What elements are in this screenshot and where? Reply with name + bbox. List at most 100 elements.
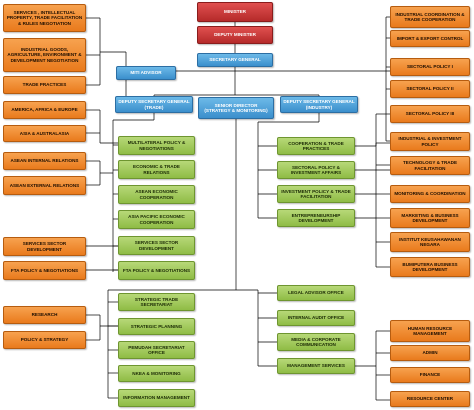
org-node-label: POLICY & STRATEGY: [20, 337, 69, 343]
org-node-deputy-minister: DEPUTY MINISTER: [197, 26, 273, 44]
org-node-strategic-trade: STRATEGIC TRADE SECRETARIAT: [118, 293, 195, 311]
org-node-label: INSTITUT KEUSAHAWANAN NEGARA: [399, 236, 461, 247]
org-node-label: HUMAN RESOURCE MANAGEMENT: [407, 325, 453, 336]
org-node-label: TRADE PRACTICES: [22, 82, 67, 88]
org-node-research: RESEARCH: [3, 306, 86, 324]
org-node-label: SECTORAL POLICY & INVESTMENT AFFAIRS: [290, 164, 342, 175]
org-node-apec: ASIA PACIFIC ECONOMIC COOPERATION: [118, 210, 195, 229]
org-node-nkea: NKEA & MONITORING: [118, 365, 195, 382]
org-node-label: ASEAN ECONOMIC COOPERATION: [135, 189, 178, 200]
org-node-america-africa: AMERICA, AFRICA & EUROPE: [3, 101, 86, 119]
org-node-mgmt-services: MANAGEMENT SERVICES: [277, 358, 355, 374]
org-node-label: INVESTMENT POLICY & TRADE FACILITATION: [281, 188, 351, 199]
org-node-label: TECHNOLOGY & TRADE FACILITATION: [402, 160, 458, 171]
org-node-label: SERVICES SECTOR DEVELOPMENT: [22, 241, 67, 252]
org-node-label: COOPERATION & TRADE PRACTICES: [288, 140, 344, 151]
org-node-bumiputera: BUMIPUTERA BUSINESS DEVELOPMENT: [390, 257, 470, 277]
org-node-sectoral-3: SECTORAL POLICY III: [390, 105, 470, 123]
org-node-import-export: IMPORT & EXPORT CONTROL: [390, 30, 470, 47]
org-node-label: ASIA & AUSTRALASIA: [19, 130, 70, 136]
org-node-label: MULTILATERAL POLICY & NEGOTIATIONS: [127, 140, 186, 151]
org-node-services-sector-green: SERVICES SECTOR DEVELOPMENT: [118, 236, 195, 255]
org-node-resource-center: RESOURCE CENTER: [390, 391, 470, 407]
org-node-investment-trade-fac: INVESTMENT POLICY & TRADE FACILITATION: [277, 185, 355, 203]
org-node-label: SECTORAL POLICY III: [405, 111, 455, 117]
org-node-media-corp: MEDIA & CORPORATE COMMUNICATION: [277, 333, 355, 351]
org-node-label: AMERICA, AFRICA & EUROPE: [11, 107, 78, 113]
org-node-label: SECTORAL POLICY II: [406, 86, 454, 92]
org-node-asean-economic: ASEAN ECONOMIC COOPERATION: [118, 185, 195, 204]
org-node-label: INDUSTRIAL & INVESTMENT POLICY: [398, 136, 462, 147]
org-node-industrial-coord: INDUSTRIAL COORDINATION & TRADE COOPERAT…: [390, 6, 470, 28]
org-node-label: MONITORING & COORDINATION: [394, 191, 466, 197]
org-node-label: INDUSTRIAL GOODS, AGRICULTURE, ENVIRONME…: [7, 47, 82, 63]
org-node-label: SECTORAL POLICY I: [407, 64, 453, 70]
org-node-label: INDUSTRIAL COORDINATION & TRADE COOPERAT…: [395, 11, 465, 22]
org-node-label: RESOURCE CENTER: [406, 396, 454, 402]
org-node-label: MITI ADVISOR: [130, 70, 162, 76]
org-node-label: MANAGEMENT SERVICES: [287, 363, 345, 369]
org-node-sectoral-2: SECTORAL POLICY II: [390, 80, 470, 98]
org-node-legal-advisor: LEGAL ADVISOR OFFICE: [277, 285, 355, 301]
org-node-secretary-general: SECRETARY GENERAL: [197, 53, 273, 67]
org-node-industrial-goods: INDUSTRIAL GOODS, AGRICULTURE, ENVIRONME…: [3, 38, 86, 72]
org-node-services-sector-dev-left: SERVICES SECTOR DEVELOPMENT: [3, 237, 86, 256]
org-node-asia-australasia: ASIA & AUSTRALASIA: [3, 125, 86, 142]
org-node-info-mgmt: INFORMATION MANAGEMENT: [118, 389, 195, 407]
org-node-services-ip: SERVICES , INTELLECTUAL PROPERTY, TRADE …: [3, 4, 86, 32]
org-node-industrial-investment: INDUSTRIAL & INVESTMENT POLICY: [390, 132, 470, 151]
org-node-senior-director: SENIOR DIRECTOR (STRATEGY & MONITORING): [198, 97, 274, 119]
org-node-miti-advisor: MITI ADVISOR: [116, 66, 176, 80]
org-node-finance: FINANCE: [390, 367, 470, 383]
org-node-label: PEMUDAH SECRETARIAT OFFICE: [128, 344, 185, 355]
org-node-minister: MINISTER: [197, 2, 273, 22]
org-node-sectoral-investment: SECTORAL POLICY & INVESTMENT AFFAIRS: [277, 161, 355, 179]
org-node-marketing-biz: MARKETING & BUSINESS DEVELOPMENT: [390, 208, 470, 228]
org-node-label: INTERNAL AUDIT OFFICE: [287, 315, 345, 321]
org-node-institut: INSTITUT KEUSAHAWANAN NEGARA: [390, 232, 470, 252]
org-node-label: ASEAN EXTERNAL RELATIONS: [9, 182, 80, 188]
org-node-label: STRATEGIC PLANNING: [130, 323, 183, 329]
org-node-strategic-planning: STRATEGIC PLANNING: [118, 318, 195, 335]
org-node-label: DEPUTY SECRETARY GENERAL (TRADE): [118, 99, 190, 110]
org-node-label: STRATEGIC TRADE SECRETARIAT: [134, 296, 179, 307]
org-node-fta-policy-left: FTA POLICY & NEGOTIATIONS: [3, 261, 86, 280]
org-node-asean-external: ASEAN EXTERNAL RELATIONS: [3, 176, 86, 195]
org-node-label: SECRETARY GENERAL: [209, 57, 261, 63]
org-node-label: FINANCE: [419, 372, 441, 378]
org-node-label: SERVICES , INTELLECTUAL PROPERTY, TRADE …: [6, 10, 83, 26]
org-node-hr-mgmt: HUMAN RESOURCE MANAGEMENT: [390, 320, 470, 342]
org-node-multilateral: MULTILATERAL POLICY & NEGOTIATIONS: [118, 136, 195, 155]
org-node-internal-audit: INTERNAL AUDIT OFFICE: [277, 310, 355, 326]
org-node-label: INFORMATION MANAGEMENT: [123, 395, 190, 401]
org-node-label: LEGAL ADVISOR OFFICE: [288, 290, 344, 296]
org-node-dsg-trade: DEPUTY SECRETARY GENERAL (TRADE): [115, 96, 193, 113]
org-node-label: DEPUTY SECRETARY GENERAL (INDUSTRY): [283, 99, 355, 110]
org-node-label: RESEARCH: [31, 312, 58, 318]
org-node-fta-policy-green: FTA POLICY & NEGOTIATIONS: [118, 261, 195, 280]
org-node-monitoring-coord: MONITORING & COORDINATION: [390, 185, 470, 203]
org-node-label: IMPORT & EXPORT CONTROL: [396, 35, 464, 41]
org-node-label: MARKETING & BUSINESS DEVELOPMENT: [401, 212, 459, 223]
org-node-sectoral-1: SECTORAL POLICY I: [390, 58, 470, 76]
org-node-label: MINISTER: [224, 9, 246, 15]
org-node-label: ADMIN: [422, 350, 438, 356]
org-node-pemudah: PEMUDAH SECRETARIAT OFFICE: [118, 341, 195, 359]
org-node-policy-strategy: POLICY & STRATEGY: [3, 331, 86, 349]
org-node-label: MEDIA & CORPORATE COMMUNICATION: [291, 336, 341, 347]
org-node-label: ENTREPRENEURSHIP DEVELOPMENT: [291, 212, 341, 223]
org-node-label: ECONOMIC & TRADE RELATIONS: [133, 164, 180, 175]
org-node-label: NKEA & MONITORING: [132, 370, 181, 376]
org-node-label: SENIOR DIRECTOR (STRATEGY & MONITORING): [204, 102, 268, 113]
org-node-label: SERVICES SECTOR DEVELOPMENT: [134, 240, 179, 251]
org-node-trade-practices: TRADE PRACTICES: [3, 76, 86, 94]
org-node-dsg-industry: DEPUTY SECRETARY GENERAL (INDUSTRY): [280, 96, 358, 113]
org-node-coop-trade: COOPERATION & TRADE PRACTICES: [277, 137, 355, 155]
org-node-economic-trade: ECONOMIC & TRADE RELATIONS: [118, 160, 195, 179]
org-node-label: DEPUTY MINISTER: [214, 32, 256, 38]
org-node-entrepreneurship: ENTREPRENEURSHIP DEVELOPMENT: [277, 209, 355, 227]
org-node-label: FTA POLICY & NEGOTIATIONS: [122, 267, 191, 273]
org-node-asean-internal: ASEAN INTERNAL RELATIONS: [3, 152, 86, 170]
org-node-admin: ADMIN: [390, 345, 470, 361]
